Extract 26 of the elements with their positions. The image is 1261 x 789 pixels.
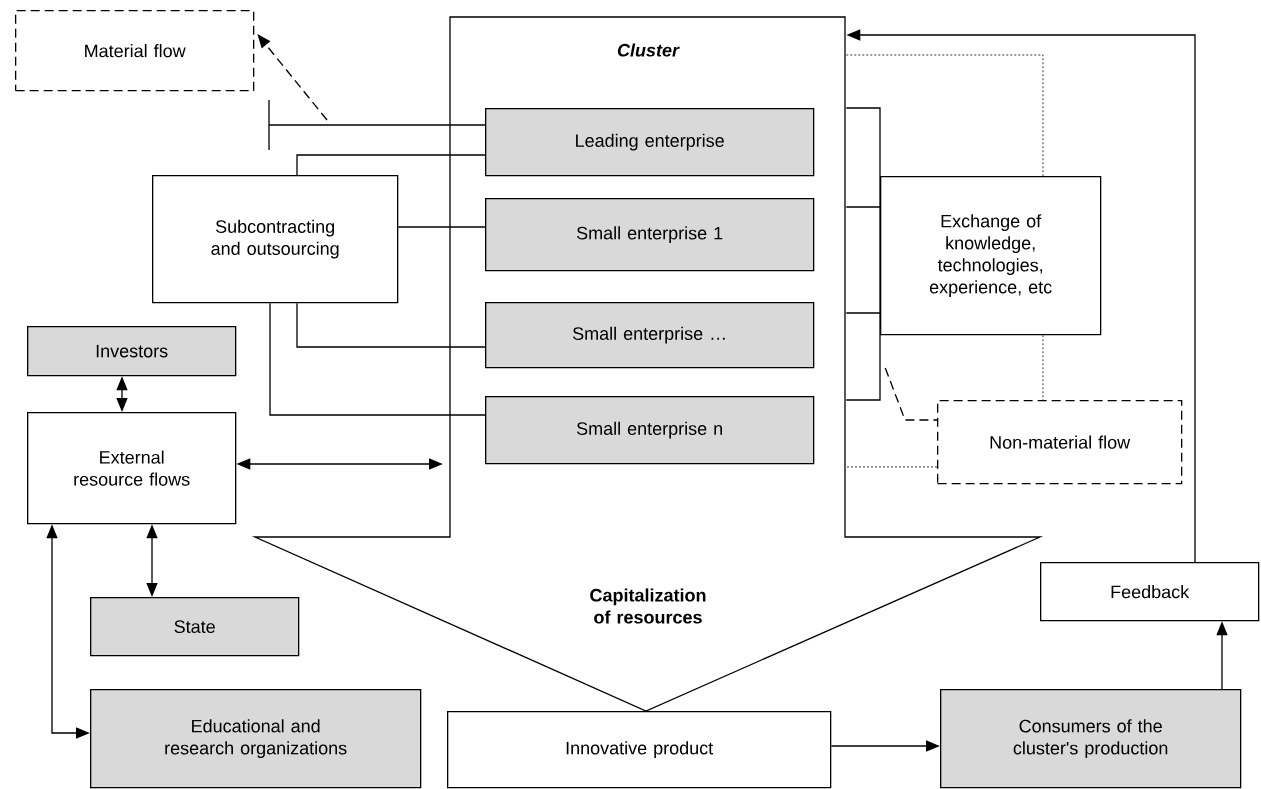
flow-label-box: Material flow xyxy=(15,10,255,92)
connector-line xyxy=(296,302,486,348)
process-box: Innovative product xyxy=(447,711,832,789)
enterprise-box: Small enterprise n xyxy=(485,396,815,465)
connector-line xyxy=(845,54,1044,177)
flow-label-box: Non-material flow xyxy=(937,400,1183,485)
actor-box: Educational and research organizations xyxy=(90,689,422,789)
actor-box: State xyxy=(90,597,300,657)
leader-line xyxy=(884,367,938,421)
leader-line xyxy=(257,34,328,121)
enterprise-box: Small enterprise … xyxy=(485,302,815,369)
connector-line xyxy=(296,154,486,176)
process-box: Subcontracting and outsourcing xyxy=(152,175,399,304)
process-box: Feedback xyxy=(1040,562,1260,622)
process-box: Exchange of knowledge, technologies, experience, etc xyxy=(880,176,1102,336)
connector-line xyxy=(397,226,486,228)
process-box: External resource flows xyxy=(27,412,237,525)
bracket-connector xyxy=(845,107,881,401)
actor-box: Consumers of the cluster's production xyxy=(940,689,1242,789)
connector-line xyxy=(1042,334,1044,401)
connector-line xyxy=(269,302,486,416)
enterprise-box: Small enterprise 1 xyxy=(485,198,815,272)
enterprise-box: Leading enterprise xyxy=(485,108,815,177)
connector-line xyxy=(845,466,938,468)
actor-box: Investors xyxy=(27,326,237,377)
connector-line xyxy=(268,99,486,151)
